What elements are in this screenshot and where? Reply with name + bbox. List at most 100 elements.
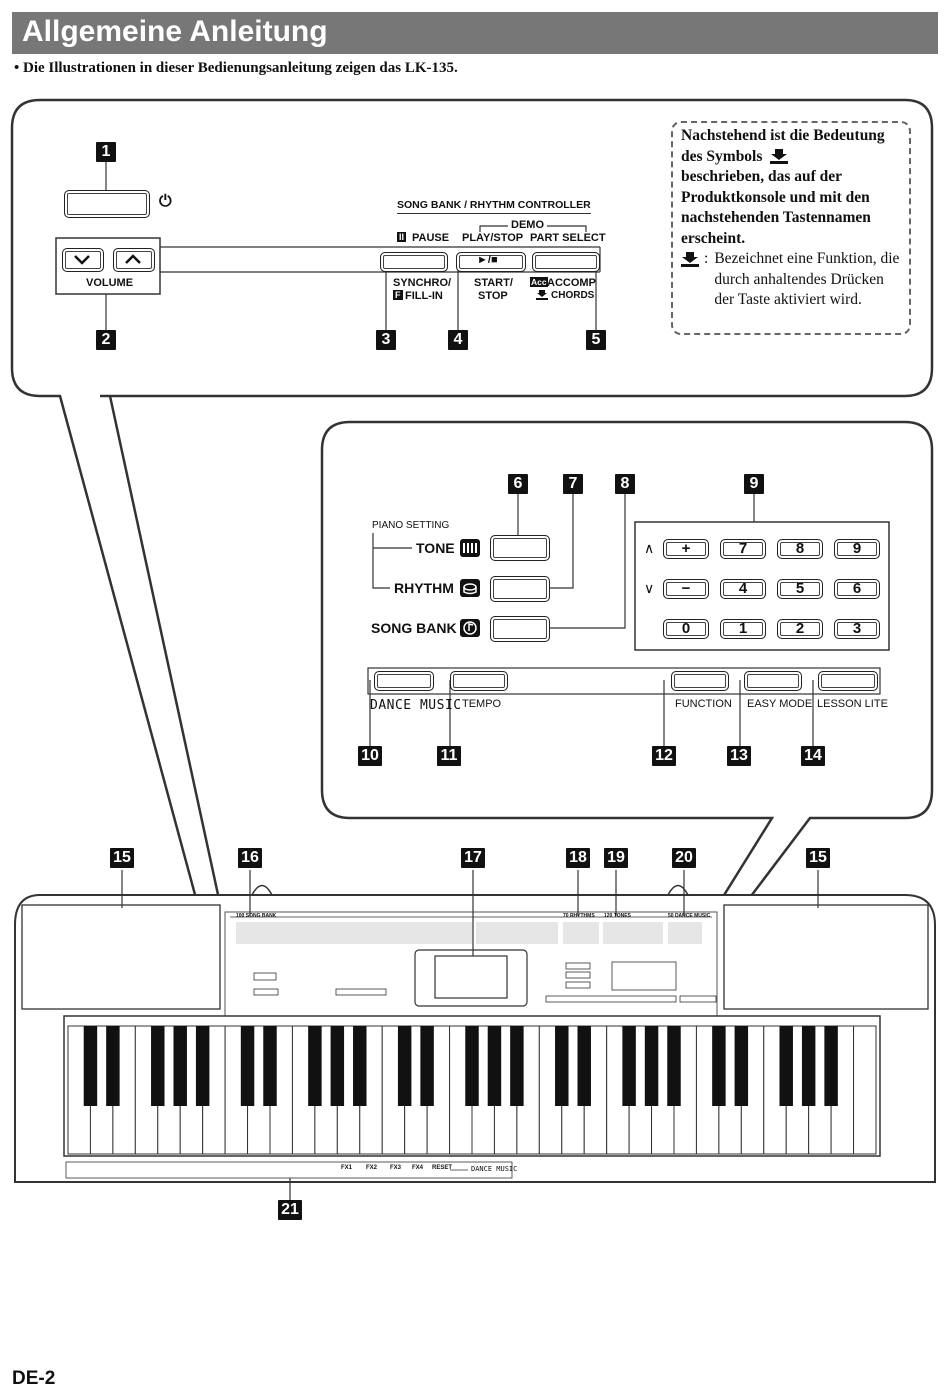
strip-label: FX1: [341, 1165, 353, 1171]
callout-20: 20: [672, 848, 696, 868]
black-key[interactable]: [330, 1026, 345, 1106]
keypad-key[interactable]: 1: [720, 619, 766, 639]
black-key[interactable]: [83, 1026, 98, 1106]
callout-7: 7: [563, 474, 583, 494]
white-key[interactable]: [853, 1025, 877, 1155]
hold-arrow-icon: [770, 148, 789, 164]
pause-icon: II: [397, 232, 407, 242]
black-key[interactable]: [487, 1026, 502, 1106]
dance-music-button[interactable]: [374, 671, 434, 691]
black-key[interactable]: [106, 1026, 120, 1106]
tempo-button[interactable]: [450, 671, 508, 691]
keypad-key[interactable]: 0: [663, 619, 709, 639]
black-key[interactable]: [779, 1026, 793, 1106]
volume-down-button[interactable]: [62, 248, 104, 272]
tempo-label: TEMPO: [462, 698, 502, 710]
keypad-key[interactable]: +: [663, 539, 709, 559]
black-key[interactable]: [420, 1026, 434, 1106]
black-key[interactable]: [353, 1026, 367, 1106]
black-key[interactable]: [308, 1026, 322, 1106]
callout-1: 1: [96, 142, 116, 162]
callout-19: 19: [604, 848, 628, 868]
lesson-lite-button[interactable]: [818, 671, 878, 691]
callout-8: 8: [615, 474, 635, 494]
rhythm-label: RHYTHM: [394, 580, 454, 596]
intro-note: • Die Illustrationen in dieser Bedienung…: [14, 60, 458, 76]
keypad-key[interactable]: 3: [834, 619, 880, 639]
tone-button[interactable]: [490, 535, 550, 561]
callout-18: 18: [566, 848, 590, 868]
start-stop-button[interactable]: [456, 252, 526, 272]
accomp-button[interactable]: [532, 252, 600, 272]
volume-up-button[interactable]: [113, 248, 155, 272]
keypad-key[interactable]: 7: [720, 539, 766, 559]
callout-9: 9: [744, 474, 764, 494]
easy-mode-label: EASY MODE: [747, 698, 813, 710]
info-line-1: Nachstehend ist die Bedeutung des Symbol…: [681, 127, 885, 165]
keypad-key[interactable]: 6: [834, 579, 880, 599]
callout-3: 3: [376, 330, 396, 350]
black-key[interactable]: [734, 1026, 749, 1106]
song-bank-strip-label: 100 SONG BANK: [236, 913, 277, 919]
tones-strip-label: 120 TONES: [604, 913, 631, 919]
music-note-icon: [460, 619, 480, 637]
synchro-fill-in-button[interactable]: [380, 252, 448, 272]
dance-strip-text: DANCE MUSIC: [471, 1165, 518, 1173]
black-key[interactable]: [801, 1026, 816, 1106]
callout-5: 5: [586, 330, 606, 350]
stop-label: STOP: [478, 290, 508, 302]
rhythm-button[interactable]: [490, 576, 550, 602]
callout-21: 21: [278, 1200, 302, 1220]
black-key[interactable]: [824, 1026, 838, 1106]
piano-icon: [460, 539, 480, 557]
dance-strip-label: 50 DANCE MUSIC: [668, 913, 711, 919]
black-key[interactable]: [555, 1026, 569, 1106]
black-key[interactable]: [240, 1026, 255, 1106]
part-select-label: PART SELECT: [530, 232, 606, 244]
down-arrow-icon: ∨: [644, 580, 655, 596]
up-arrow-icon: ∧: [644, 540, 655, 556]
synchro-label: SYNCHRO/: [393, 277, 452, 289]
black-key[interactable]: [622, 1026, 636, 1106]
black-key[interactable]: [644, 1026, 659, 1106]
fill-in-icon: F: [393, 290, 403, 300]
page-number: DE-2: [12, 1368, 56, 1389]
black-key[interactable]: [465, 1026, 479, 1106]
keypad-key[interactable]: 5: [777, 579, 823, 599]
callout-15-left: 15: [110, 848, 134, 868]
keypad-key[interactable]: 8: [777, 539, 823, 559]
song-bank-controller-title: SONG BANK / RHYTHM CONTROLLER: [397, 199, 591, 214]
callout-13: 13: [727, 746, 751, 766]
callout-15-right: 15: [806, 848, 830, 868]
callout-6: 6: [508, 474, 528, 494]
drum-icon: [460, 579, 480, 597]
black-key[interactable]: [577, 1026, 591, 1106]
black-key[interactable]: [667, 1026, 681, 1106]
function-label: FUNCTION: [675, 698, 732, 710]
keypad-key[interactable]: −: [663, 579, 709, 599]
power-button[interactable]: [64, 190, 150, 218]
black-key[interactable]: [151, 1026, 165, 1106]
acc-icon: Acc: [530, 277, 548, 287]
callout-14: 14: [801, 746, 825, 766]
dance-music-label: DANCE MUSIC: [370, 698, 462, 713]
hold-arrow-icon: [681, 252, 699, 267]
black-key[interactable]: [173, 1026, 187, 1106]
black-key[interactable]: [510, 1026, 524, 1106]
volume-label: VOLUME: [86, 277, 134, 289]
hold-arrow-icon: [536, 290, 548, 300]
keypad-key[interactable]: 4: [720, 579, 766, 599]
keypad-key[interactable]: 9: [834, 539, 880, 559]
black-key[interactable]: [397, 1026, 412, 1106]
black-key[interactable]: [263, 1026, 277, 1106]
tone-label: TONE: [416, 540, 455, 556]
black-key[interactable]: [195, 1026, 210, 1106]
function-button[interactable]: [671, 671, 729, 691]
keypad-key[interactable]: 2: [777, 619, 823, 639]
easy-mode-button[interactable]: [744, 671, 802, 691]
chevron-down-icon: [74, 255, 90, 265]
play-stop-symbol: ►/■: [477, 254, 498, 266]
black-key[interactable]: [712, 1026, 726, 1106]
song-bank-button[interactable]: [490, 616, 550, 642]
